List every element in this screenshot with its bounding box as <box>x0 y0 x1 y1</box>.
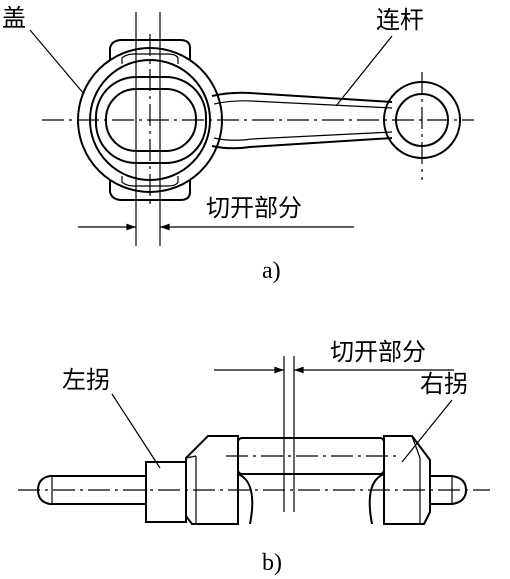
left-journal <box>145 461 187 523</box>
rod-shank-bottom <box>211 137 393 150</box>
right-web <box>383 435 431 525</box>
right-web-chamfer <box>411 435 421 459</box>
label-left-crank: 左拐 <box>62 367 110 394</box>
top-boss <box>109 39 191 60</box>
leader-rod <box>335 35 393 107</box>
bottom-boss-inner <box>121 176 179 187</box>
rod-rib-bottom <box>213 131 393 141</box>
label-cut-b: 切开部分 <box>330 339 426 366</box>
figure-b: 切开部分 左拐 右拐 b) <box>18 339 490 576</box>
leader-right-crank <box>401 399 453 463</box>
label-rod: 连杆 <box>376 7 424 34</box>
label-right-crank: 右拐 <box>420 371 468 398</box>
leader-cap <box>29 29 85 95</box>
leader-left-crank <box>111 393 161 469</box>
caption-a: a) <box>262 258 281 284</box>
left-web-chamfer <box>185 455 197 459</box>
figure-a: 盖 连杆 切开部分 a) <box>2 5 474 284</box>
caption-b: b) <box>262 550 282 576</box>
label-cut-a: 切开部分 <box>206 195 302 222</box>
rod-shank-top <box>211 91 393 103</box>
label-cap: 盖 <box>2 5 26 32</box>
crank-pin-lower-left <box>237 473 254 525</box>
bottom-boss <box>109 180 191 201</box>
crank-pin-lower-right <box>368 473 385 525</box>
top-boss-inner <box>121 53 179 64</box>
left-web <box>185 435 239 525</box>
rod-rib-top <box>213 100 393 109</box>
